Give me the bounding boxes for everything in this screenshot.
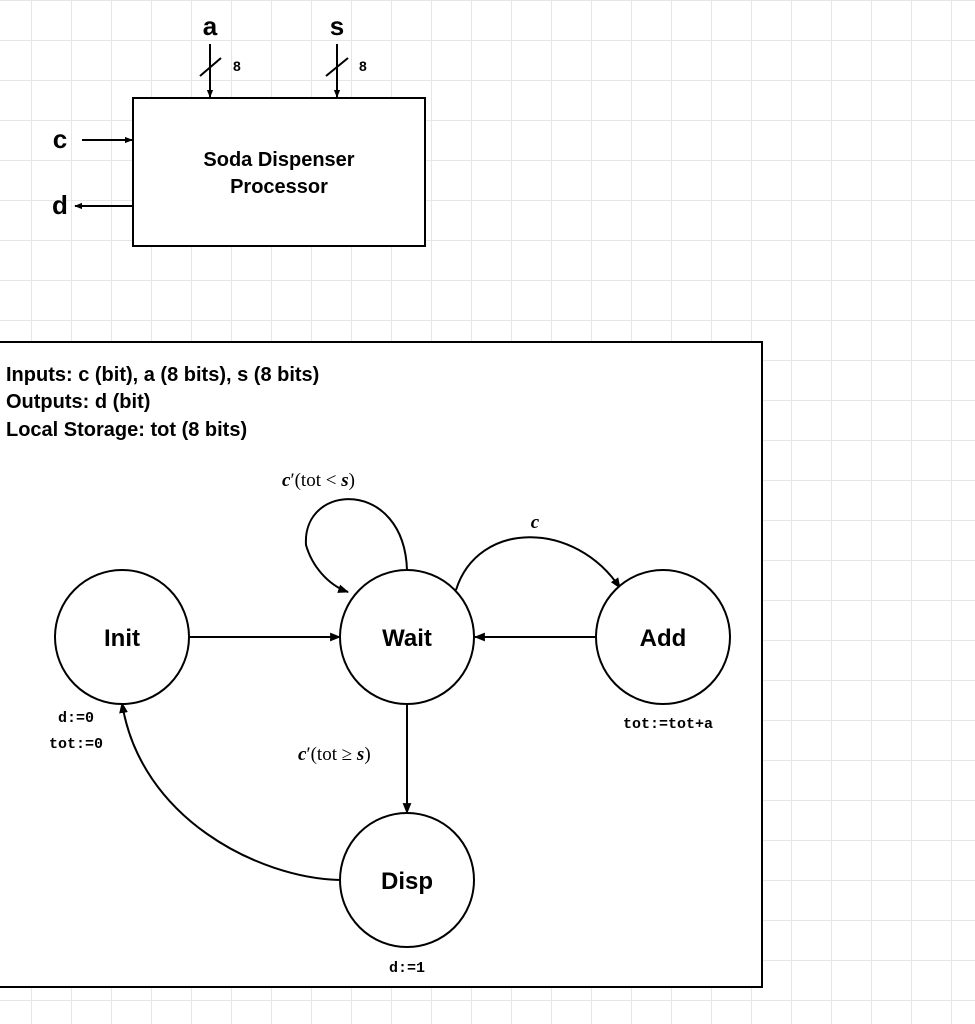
state-init-label: Init — [104, 625, 140, 652]
transition-wait-to-add — [455, 536, 621, 591]
state-init: Init — [54, 569, 190, 705]
condition-wait-self: c′(tot < s) — [282, 470, 355, 491]
condition-wait-to-add: c — [531, 512, 540, 533]
fsm-inputs-line: Inputs: c (bit), a (8 bits), s (8 bits) — [6, 364, 319, 386]
input-a-label: a — [203, 11, 218, 41]
input-a-bus-slash — [199, 57, 222, 77]
transition-disp-to-init — [119, 701, 341, 881]
state-add: Add — [595, 569, 731, 705]
state-disp: Disp — [339, 812, 475, 948]
input-c-label: c — [53, 124, 67, 154]
condition-wait-to-disp: c′(tot ≥ s) — [298, 744, 371, 765]
state-wait-label: Wait — [382, 625, 432, 652]
action-init-tot: tot:=0 — [49, 736, 103, 753]
input-s-bus-slash — [325, 57, 349, 77]
action-init-d: d:=0 — [58, 710, 94, 727]
state-add-label: Add — [640, 625, 687, 652]
action-disp: d:=1 — [389, 960, 425, 977]
input-s-width: 8 — [359, 58, 367, 74]
fsm-diagram: Inputs: c (bit), a (8 bits), s (8 bits) … — [0, 341, 763, 988]
input-s-label: s — [330, 11, 344, 41]
input-a-width: 8 — [233, 58, 241, 74]
output-d-label: d — [52, 190, 68, 220]
fsm-outputs-line: Outputs: d (bit) — [6, 391, 150, 413]
processor-title-line2: Processor — [230, 176, 328, 198]
state-disp-label: Disp — [381, 868, 433, 895]
fsm-storage-line: Local Storage: tot (8 bits) — [6, 419, 247, 441]
action-add: tot:=tot+a — [623, 716, 713, 733]
transition-wait-self-loop — [304, 498, 408, 593]
processor-title-line1: Soda Dispenser — [203, 149, 354, 171]
processor-block — [132, 97, 426, 247]
block-diagram: Soda Dispenser Processor a 8 s 8 c d — [52, 11, 426, 247]
state-wait: Wait — [339, 569, 475, 705]
